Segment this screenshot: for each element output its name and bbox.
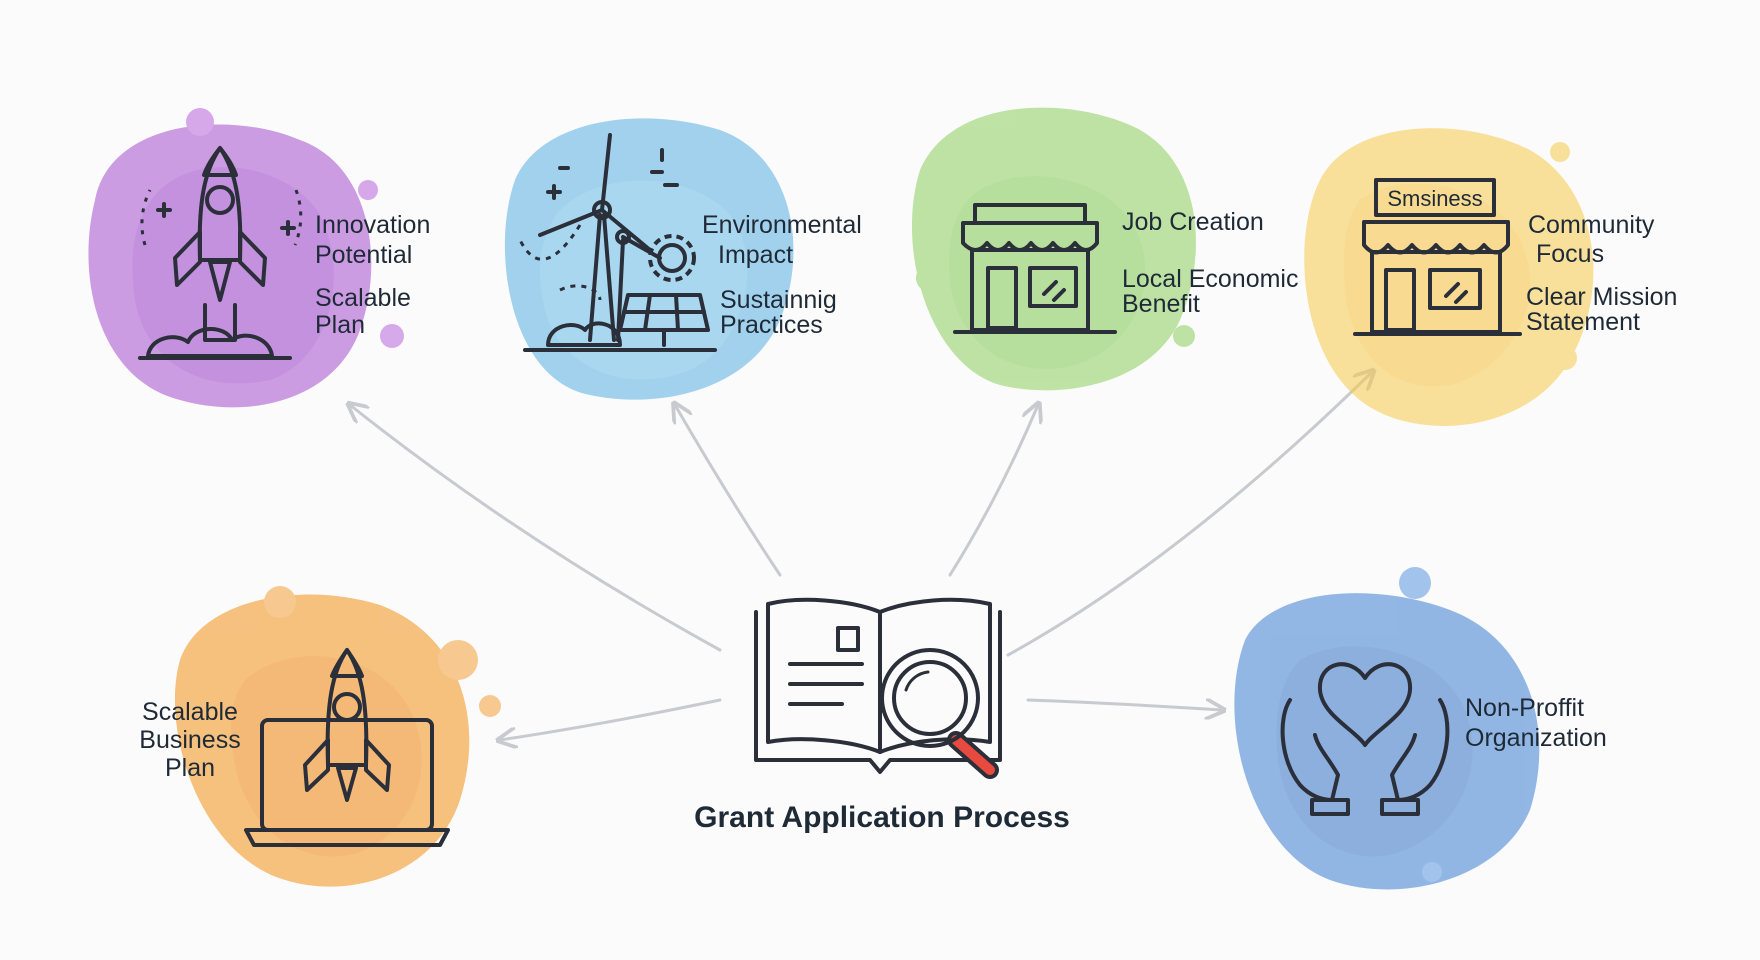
arrow-to-nonprofit xyxy=(1026,700,1222,710)
rocket-launch-icon xyxy=(138,146,303,360)
arrow-to-jobs xyxy=(948,405,1038,577)
arrow-to-environment xyxy=(675,405,782,577)
label-jobs-2: Local Economic xyxy=(1122,265,1298,293)
community-blob xyxy=(1304,128,1594,426)
center-title: Grant Application Process xyxy=(694,801,1070,834)
label-innovation-2: Potential xyxy=(315,241,412,269)
storefront-sign-icon: Smsiness xyxy=(1353,178,1522,336)
wind-turbine-solar-icon xyxy=(518,133,717,352)
label-environment-3: Sustainnig xyxy=(720,286,837,314)
label-innovation-1: Innovation xyxy=(315,211,430,239)
node-business-plan: Scalable Business Plan xyxy=(139,586,501,887)
node-community: Smsiness Community Focus Clear Mission S… xyxy=(1304,128,1677,426)
jobs-labels: Job Creation Local Economic Benefit xyxy=(1122,208,1298,318)
label-jobs-1: Job Creation xyxy=(1122,208,1264,236)
label-innovation-4: Plan xyxy=(315,311,365,339)
store-sign-text: Smsiness xyxy=(1387,186,1482,211)
label-business-plan-3: Plan xyxy=(165,754,215,782)
node-environment: Environmental Impact Sustainnig Practice… xyxy=(504,118,862,400)
label-innovation-3: Scalable xyxy=(315,284,411,312)
label-nonprofit-2: Organization xyxy=(1465,724,1607,752)
label-jobs-3: Benefit xyxy=(1122,290,1200,318)
label-environment-4: Practices xyxy=(720,311,823,339)
business-plan-labels: Scalable Business Plan xyxy=(139,698,240,782)
arrow-to-innovation xyxy=(350,405,722,652)
environment-labels: Environmental Impact Sustainnig Practice… xyxy=(702,211,862,339)
label-business-plan-1: Scalable xyxy=(142,698,238,726)
label-community-1: Community xyxy=(1528,211,1655,239)
node-nonprofit: Non-Proffit Organization xyxy=(1234,567,1607,890)
innovation-labels: Innovation Potential Scalable Plan xyxy=(315,211,430,339)
storefront-icon xyxy=(953,203,1117,334)
laptop-rocket-icon xyxy=(244,648,450,847)
arrow-to-community xyxy=(1006,372,1372,657)
book-magnifier-icon xyxy=(754,597,1002,779)
label-environment-1: Environmental xyxy=(702,211,862,239)
nonprofit-labels: Non-Proffit Organization xyxy=(1465,694,1607,752)
label-nonprofit-1: Non-Proffit xyxy=(1465,694,1584,722)
label-business-plan-2: Business xyxy=(139,726,240,754)
heart-hands-icon xyxy=(1280,662,1450,816)
node-jobs: Job Creation Local Economic Benefit xyxy=(911,107,1298,391)
label-community-3: Clear Mission xyxy=(1526,283,1677,311)
node-innovation: Innovation Potential Scalable Plan xyxy=(88,108,430,408)
arrow-to-business-plan xyxy=(500,698,722,740)
magnifier-icon xyxy=(880,648,999,779)
connector-arrows xyxy=(350,372,1372,740)
center-node: Grant Application Process xyxy=(694,597,1070,834)
label-community-2: Focus xyxy=(1536,240,1604,268)
label-environment-2: Impact xyxy=(718,241,793,269)
label-community-4: Statement xyxy=(1526,308,1640,336)
gear-icon xyxy=(648,234,696,282)
community-labels: Community Focus Clear Mission Statement xyxy=(1526,211,1677,336)
